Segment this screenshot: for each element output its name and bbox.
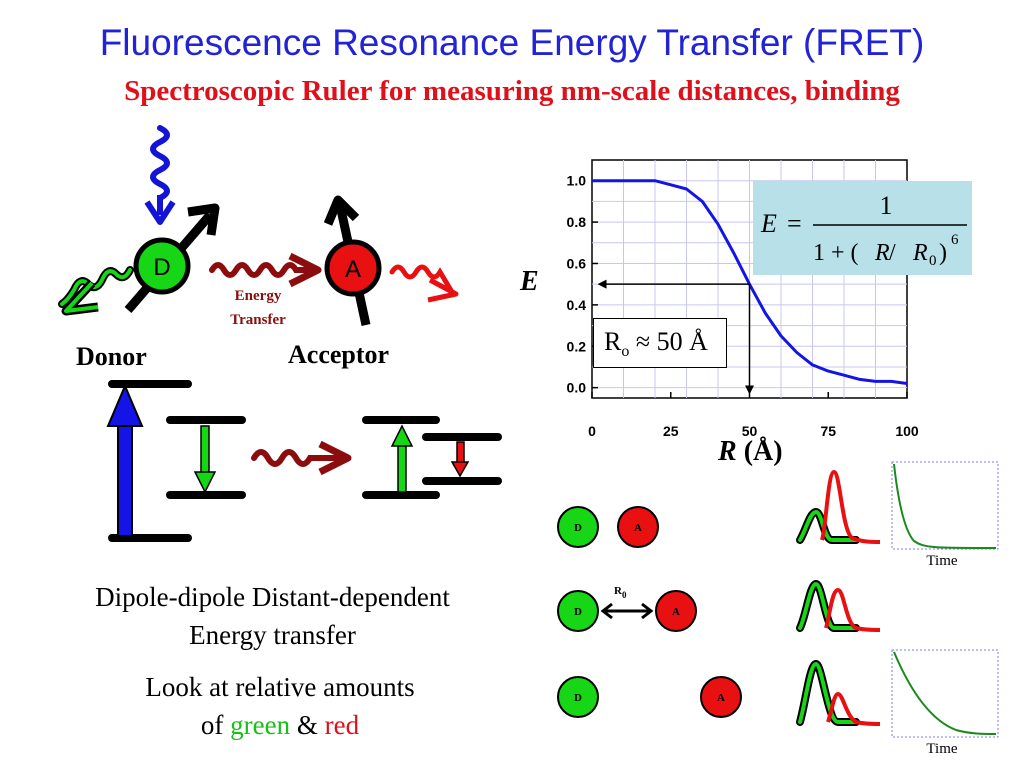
acceptor-letter: A (345, 256, 361, 283)
formula-numerator: 1 (880, 191, 893, 220)
look-of: of (200, 710, 231, 740)
x-axis-title: R (Å) (718, 436, 783, 468)
dipole-line-1: Dipole-dipole Distant-dependent (95, 582, 450, 612)
row2-acceptor-letter: A (672, 606, 680, 618)
distance-panels: D A D A R 0 D A (557, 461, 999, 757)
x-axis-unit: (Å) (743, 436, 783, 467)
y-tick-label: 0.8 (567, 214, 587, 230)
x-axis-var: R (718, 436, 737, 467)
look-amp: & (290, 710, 325, 740)
panel-row-2: D A R 0 (557, 579, 881, 632)
ro-rest: ≈ 50 Å (629, 327, 708, 356)
donor-circle: D (133, 237, 191, 295)
transfer-wave (209, 252, 322, 288)
formula-R0-base: R (912, 240, 928, 266)
ro-text: Ro ≈ 50 Å (604, 327, 708, 361)
formula-slash: / (889, 240, 896, 266)
look-description: Look at relative amounts of green & red (90, 668, 470, 744)
decay-slow-time-label: Time (926, 741, 957, 757)
ro-box: Ro ≈ 50 Å (593, 318, 727, 368)
x-tick-label: 75 (820, 423, 836, 439)
x-tick-label: 0 (588, 423, 596, 439)
look-red: red (324, 710, 360, 740)
decay-plot-fast: Time (891, 461, 999, 569)
decay-plot-slow: Time (891, 649, 999, 757)
donor-letter: D (153, 254, 170, 281)
look-line-1: Look at relative amounts (145, 672, 415, 702)
y-tick-label: 0.0 (567, 380, 587, 396)
look-green: green (230, 710, 291, 740)
y-axis-title: E (520, 266, 539, 297)
x-tick-label: 25 (663, 423, 679, 439)
formula-svg: E = 1 1 + ( R / R 0 ) 6 (760, 191, 967, 269)
formula-eq: = (787, 209, 802, 238)
row2-donor-letter: D (574, 606, 582, 618)
formula-exp: 6 (951, 232, 959, 248)
donor-label: Donor (76, 342, 147, 371)
page-subtitle: Spectroscopic Ruler for measuring nm-sca… (124, 75, 900, 107)
acceptor-label: Acceptor (288, 340, 390, 369)
row1-acceptor-letter: A (634, 522, 642, 534)
ro-base: R (604, 327, 622, 356)
formula-box: E = 1 1 + ( R / R 0 ) 6 (753, 181, 972, 275)
row2-distance-label: R (614, 585, 623, 597)
energy-level-diagram (106, 380, 502, 542)
y-tick-label: 1.0 (567, 173, 587, 189)
efficiency-curve (592, 179, 908, 385)
formula-lhs: E (760, 209, 777, 238)
ro-sub: o (621, 343, 630, 361)
dipole-line-2: Energy transfer (189, 620, 356, 650)
donor-emission-wave (58, 266, 134, 316)
energy-transfer-label-1: Energy (235, 288, 282, 304)
dipole-description: Dipole-dipole Distant-dependent Energy t… (30, 578, 515, 654)
page-title: Fluorescence Resonance Energy Transfer (… (99, 22, 925, 63)
decay-fast-time-label: Time (926, 553, 957, 569)
x-tick-label: 100 (895, 423, 919, 439)
row3-donor-letter: D (574, 692, 582, 704)
acceptor-circle: A (324, 239, 382, 297)
acceptor-emission-wave (389, 264, 459, 303)
row2-distance-sub: 0 (622, 590, 627, 600)
panel-row-3: D A (557, 659, 881, 726)
formula-R0-sub: 0 (929, 253, 937, 269)
x-tick-label: 50 (742, 423, 758, 439)
formula-close: ) (939, 240, 947, 266)
y-tick-label: 0.4 (567, 297, 587, 313)
excitation-wave (144, 125, 176, 225)
y-tick-label: 0.2 (567, 338, 587, 354)
energy-transfer-label-2: Transfer (230, 312, 286, 328)
formula-R: R (874, 240, 890, 266)
row1-donor-letter: D (574, 522, 582, 534)
formula-den-prefix: 1 + ( (813, 240, 859, 266)
row3-acceptor-letter: A (717, 692, 725, 704)
look-line-2: of green & red (90, 706, 470, 744)
panel-row-1: D A (557, 469, 881, 548)
y-tick-label: 0.6 (567, 255, 587, 271)
